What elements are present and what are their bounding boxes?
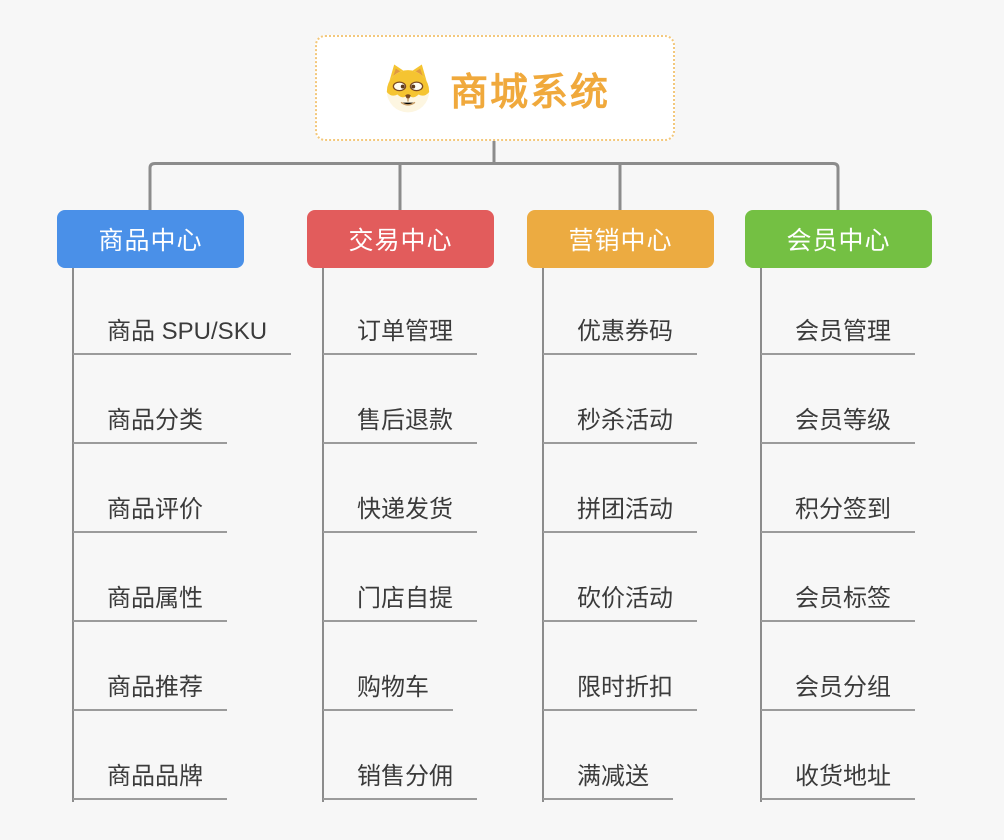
branch-line [322,268,324,802]
subtopic[interactable]: 商品推荐 [73,673,227,711]
doge-icon [386,64,430,113]
subtopic[interactable]: 限时折扣 [543,673,697,711]
subtopic[interactable]: 满减送 [543,762,673,800]
subtopic[interactable]: 积分签到 [761,495,915,533]
subtopic[interactable]: 砍价活动 [543,584,697,622]
branch-node-product-center[interactable]: 商品中心 [57,210,244,268]
branch-line [72,268,74,802]
subtopic[interactable]: 收货地址 [761,762,915,800]
subtopic[interactable]: 商品分类 [73,406,227,444]
subtopic[interactable]: 会员等级 [761,406,915,444]
branch-marketing-center: 营销中心 优惠券码 秒杀活动 拼团活动 砍价活动 限时折扣 满减送 [527,210,714,802]
subtopic[interactable]: 购物车 [323,673,453,711]
branch-line [760,268,762,802]
root-title: 商城系统 [449,71,610,114]
subtopic[interactable]: 商品品牌 [73,762,227,800]
branch-node-marketing-center[interactable]: 营销中心 [527,210,714,268]
subtopic[interactable]: 门店自提 [323,584,477,622]
branch-product-center: 商品中心 商品 SPU/SKU 商品分类 商品评价 商品属性 商品推荐 商品品牌 [57,210,292,802]
branch-node-member-center[interactable]: 会员中心 [745,210,932,268]
subtopic[interactable]: 优惠券码 [543,317,697,355]
subtopic[interactable]: 销售分佣 [323,762,477,800]
subtopic[interactable]: 秒杀活动 [543,406,697,444]
root-node[interactable]: 商城系统 [315,35,675,141]
subtopic[interactable]: 会员管理 [761,317,915,355]
branch-trade-center: 交易中心 订单管理 售后退款 快递发货 门店自提 购物车 销售分佣 [307,210,494,802]
subtopic[interactable]: 拼团活动 [543,495,697,533]
subtopic[interactable]: 商品评价 [73,495,227,533]
branch-line [542,268,544,802]
branch-member-center: 会员中心 会员管理 会员等级 积分签到 会员标签 会员分组 收货地址 [745,210,932,802]
subtopic[interactable]: 会员标签 [761,584,915,622]
subtopic[interactable]: 商品 SPU/SKU [73,317,292,355]
subtopic[interactable]: 会员分组 [761,673,915,711]
branch-node-trade-center[interactable]: 交易中心 [307,210,494,268]
subtopic[interactable]: 订单管理 [323,317,477,355]
subtopic[interactable]: 快递发货 [323,495,477,533]
subtopic[interactable]: 售后退款 [323,406,477,444]
subtopic[interactable]: 商品属性 [73,584,227,622]
